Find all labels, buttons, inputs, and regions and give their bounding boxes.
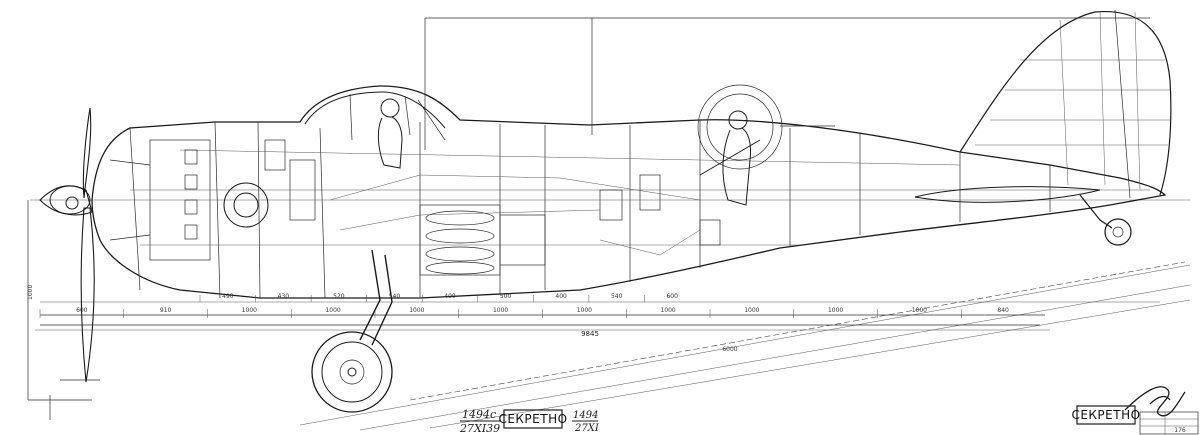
sheet-number: 176 xyxy=(1174,427,1186,434)
copy-number: 1494 27XI xyxy=(572,410,600,434)
signature xyxy=(1124,386,1186,417)
dimension-segment-lower-label: 910 xyxy=(160,307,172,314)
dimension-segments-upper: 490 430 520 540 400 500 400 540 600 xyxy=(199,293,678,302)
tail-wheel xyxy=(1079,194,1132,246)
copy-number-bottom: 27XI xyxy=(574,423,600,434)
pilot-figure xyxy=(377,98,403,169)
dimension-segment-lower-label: 1000 xyxy=(242,307,257,314)
ground-line-label: 6000 xyxy=(722,346,737,353)
canopy xyxy=(304,91,446,141)
secret-stamp-right: СЕКРЕТНО xyxy=(1071,405,1140,425)
dimension-segment-lower-label: 1000 xyxy=(828,307,843,314)
height-mark-label: 1000 xyxy=(27,285,34,300)
secret-stamp-right-text: СЕКРЕТНО xyxy=(1071,408,1140,422)
ground-lines xyxy=(299,261,1191,431)
propeller xyxy=(39,107,95,383)
secret-stamp-bottom: СЕКРЕТНО xyxy=(498,409,567,429)
tail-fin xyxy=(959,9,1172,199)
main-landing-gear xyxy=(311,249,393,413)
fuselage xyxy=(91,85,1167,299)
bomb-bay xyxy=(419,204,546,276)
dimension-segment-upper-label: 490 xyxy=(222,293,234,300)
title-block: 176 xyxy=(1139,411,1199,435)
dimension-segment-upper-label: 520 xyxy=(333,293,345,300)
secret-stamp-bottom-text: СЕКРЕТНО xyxy=(498,412,567,426)
dimension-segment-upper-label: 500 xyxy=(500,293,512,300)
copy-number-top: 1494 xyxy=(573,410,598,421)
registry-number-top: 1494с xyxy=(462,408,496,421)
dimension-segment-lower-label: 1000 xyxy=(660,307,675,314)
dimension-segment-upper-label: 430 xyxy=(278,293,290,300)
registry-number: 1494с 27XI39 xyxy=(459,408,500,435)
dimension-segment-upper-label: 600 xyxy=(666,293,678,300)
reference-lines xyxy=(27,17,1190,420)
dimension-segments-lower: 600 910 1000 1000 1000 1000 1000 1000 1000 1000 10… xyxy=(39,307,1009,318)
dimension-segment-lower-label: 600 xyxy=(76,307,88,314)
dimension-segment-lower-label: 840 xyxy=(997,307,1009,314)
registry-number-bottom: 27XI39 xyxy=(459,422,500,435)
dimension-segment-upper-label: 400 xyxy=(555,293,567,300)
dimension-segment-upper-label: 400 xyxy=(444,293,456,300)
dimension-segment-lower-label: 1000 xyxy=(325,307,340,314)
dimension-segment-lower-label: 1000 xyxy=(577,307,592,314)
dimension-segment-upper-label: 540 xyxy=(389,293,401,300)
dimension-segment-lower-label: 1000 xyxy=(493,307,508,314)
overall-length-label: 9845 xyxy=(581,330,599,338)
dimension-segment-lower-label: 1000 xyxy=(912,307,927,314)
dimension-segment-lower-label: 1000 xyxy=(744,307,759,314)
dimension-segment-lower-label: 1000 xyxy=(409,307,424,314)
horizontal-stabilizer xyxy=(914,186,1101,203)
dimension-segment-upper-label: 540 xyxy=(611,293,623,300)
engine xyxy=(109,139,269,261)
internal-equipment xyxy=(264,139,721,256)
gunner-turret xyxy=(697,84,835,206)
